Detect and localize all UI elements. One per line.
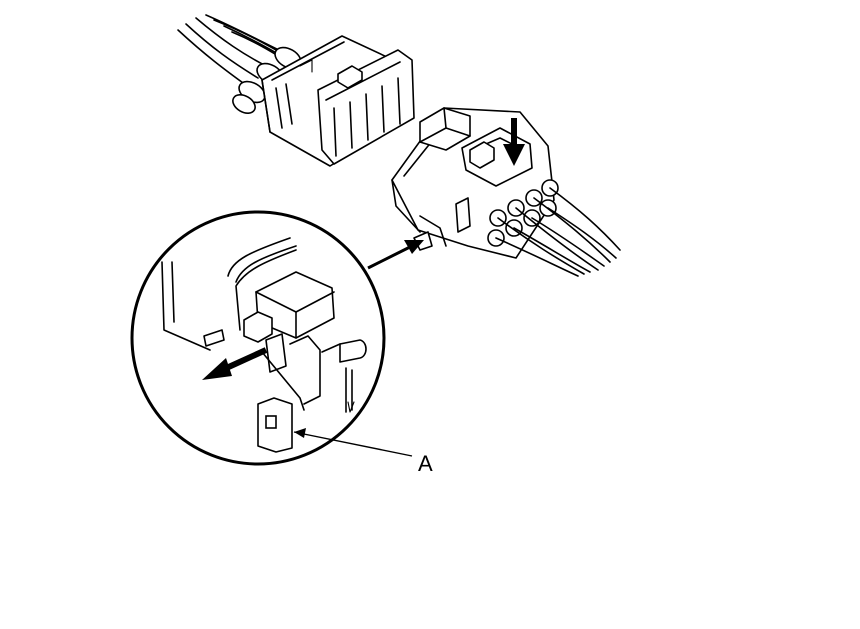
lower-wire-bundle — [495, 187, 621, 277]
upper-connector-housing — [261, 35, 415, 167]
detail-pointer-arrow — [367, 240, 424, 270]
callout-a: A — [293, 428, 433, 476]
push-arrow-icon — [503, 118, 525, 166]
callout-a-label: A — [418, 451, 433, 476]
lower-connector-housing — [391, 107, 559, 259]
detail-view-circle — [130, 210, 386, 466]
